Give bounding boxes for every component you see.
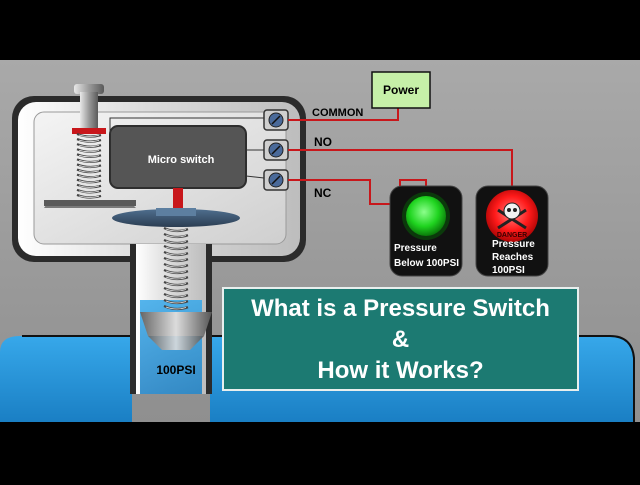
internal-wire-common <box>109 117 264 134</box>
power-label: Power <box>383 83 419 97</box>
red-indicator-line2: Reaches <box>492 252 534 263</box>
diaphragm-spring <box>163 226 189 311</box>
caption-line2: & <box>391 325 410 353</box>
piston-head-top <box>140 312 212 336</box>
adjust-screw-shaft <box>80 92 98 130</box>
lever-plate-top <box>44 200 136 206</box>
green-lamp <box>406 196 446 236</box>
bottom-letterbox <box>0 422 640 480</box>
internal-wire-nc <box>245 175 265 179</box>
wire-common-to-power <box>288 108 399 121</box>
terminal-common <box>263 109 289 131</box>
terminal-no <box>263 139 289 161</box>
terminal-common-label: COMMON <box>312 107 363 119</box>
micro-switch-label: Micro switch <box>148 154 215 166</box>
top-letterbox <box>0 0 640 60</box>
red-indicator-line1: Pressure <box>492 239 535 250</box>
pressure-value-label: 100PSI <box>156 363 195 377</box>
range-spring <box>76 132 102 199</box>
terminal-nc-label: NC <box>314 186 332 200</box>
piston-head-bottom <box>148 336 204 350</box>
green-indicator-line1: Pressure <box>394 243 437 254</box>
title-caption-box: What is a Pressure Switch & How it Works… <box>222 287 579 391</box>
diaphragm-disk <box>112 209 240 227</box>
adjust-screw-head <box>74 84 104 94</box>
terminal-nc <box>263 169 289 191</box>
caption-line3: How it Works? <box>317 356 484 384</box>
micro-switch-plunger <box>173 188 183 210</box>
screw-red-marker <box>72 128 106 134</box>
danger-icon-text: DANGER <box>497 232 527 239</box>
skull-crossbones-icon <box>497 202 527 230</box>
diaphragm-hub <box>156 208 196 216</box>
red-indicator-line3: 100PSI <box>492 265 525 276</box>
tank-wall-right <box>210 335 635 422</box>
terminal-no-label: NO <box>314 135 332 149</box>
caption-line1: What is a Pressure Switch <box>251 294 550 322</box>
power-box <box>371 71 431 109</box>
green-indicator-line2: Below 100PSI <box>394 258 459 269</box>
wire-no-to-danger <box>288 149 513 186</box>
